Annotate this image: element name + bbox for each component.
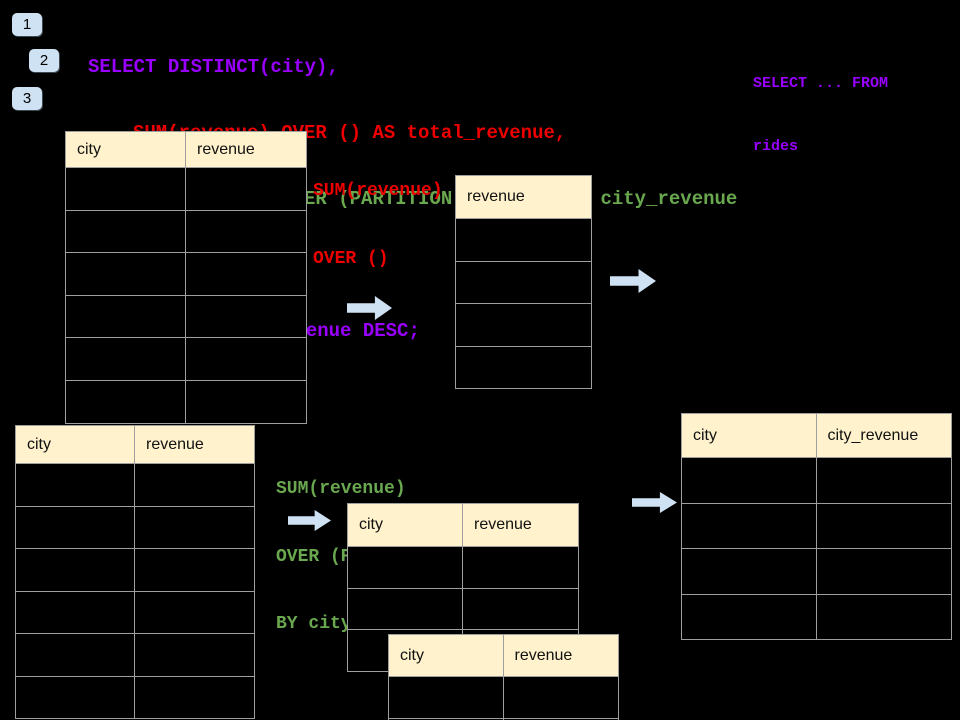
table-row [682, 594, 952, 640]
select-from-rides-note: SELECT ... FROM rides [753, 31, 888, 199]
table-empty-cell [817, 504, 952, 549]
table-header-cell: city [66, 132, 186, 167]
over-total-annotation: SUM(revenue) OVER () [313, 135, 443, 315]
table-empty-cell [66, 295, 186, 338]
annotation-line: SUM(revenue) [313, 181, 443, 201]
table-empty-cell [66, 338, 186, 380]
table-row [66, 295, 306, 339]
side-code-line-2: rides [753, 138, 799, 155]
table-row [66, 253, 306, 296]
step-badge-3: 3 [12, 87, 42, 110]
table-empty-cell [16, 634, 135, 676]
table-row [456, 347, 591, 389]
table-empty-cell [186, 296, 306, 338]
table-empty-cell [16, 676, 135, 718]
table-empty-cell [66, 253, 186, 295]
table-header-cell: city [16, 426, 135, 463]
table-empty-cell [817, 549, 952, 594]
table-total-revenue: revenue [455, 175, 592, 389]
table-empty-cell [504, 677, 619, 718]
table-row [16, 591, 254, 634]
table-empty-cell [456, 262, 591, 304]
table-row [682, 549, 951, 595]
table-source-bottom: city revenue [15, 425, 255, 719]
table-empty-cell [186, 168, 306, 210]
table-row [16, 634, 254, 677]
table-row [66, 380, 306, 423]
table-empty-cell [66, 210, 186, 253]
table-empty-cell [456, 304, 591, 346]
table-row [16, 549, 254, 592]
table-empty-cell [348, 547, 463, 588]
table-row [16, 676, 254, 719]
table-row [66, 168, 306, 211]
table-row [66, 210, 306, 254]
table-partition-b: city revenue [388, 634, 619, 720]
table-empty-cell [135, 677, 254, 719]
table-empty-cell [682, 549, 817, 594]
annotation-line: SUM(revenue) [276, 479, 406, 499]
annotation-line: OVER () [313, 248, 389, 269]
table-row [348, 588, 578, 631]
table-header-cell: revenue [514, 646, 573, 664]
table-header-cell: revenue [197, 140, 255, 158]
table-city-revenue: city city_revenue [681, 413, 952, 640]
table-row [66, 338, 306, 381]
code-line-select: SELECT DISTINCT(city), [88, 56, 339, 78]
table-empty-cell [186, 253, 306, 295]
table-empty-cell [348, 588, 463, 630]
table-row [16, 464, 254, 507]
table-empty-cell [389, 677, 504, 718]
table-empty-cell [135, 549, 254, 591]
table-header-cell: revenue [467, 188, 525, 205]
table-row [16, 506, 254, 549]
table-source-top: city revenue [65, 131, 307, 424]
table-row [348, 547, 578, 589]
table-empty-cell [66, 380, 186, 423]
table-empty-cell [817, 458, 952, 503]
table-header-cell: city_revenue [827, 426, 919, 444]
table-empty-cell [135, 464, 254, 506]
side-code-line-1: SELECT ... FROM [753, 75, 889, 92]
table-header-cell: city [389, 635, 504, 676]
table-empty-cell [682, 594, 817, 639]
table-empty-cell [16, 506, 135, 548]
table-empty-cell [135, 507, 254, 549]
table-row [389, 677, 618, 719]
table-row [682, 503, 952, 549]
table-empty-cell [463, 589, 578, 630]
table-header-cell: revenue [146, 435, 204, 453]
table-header-cell: city [348, 504, 463, 546]
step-badge-1: 1 [12, 13, 42, 36]
table-empty-cell [16, 591, 135, 633]
table-header-cell: revenue [474, 516, 532, 533]
table-empty-cell [66, 168, 186, 210]
table-empty-cell [135, 634, 254, 676]
table-empty-cell [456, 347, 591, 389]
table-empty-cell [186, 338, 306, 380]
table-empty-cell [463, 547, 578, 588]
table-empty-cell [186, 211, 306, 253]
table-empty-cell [16, 549, 135, 591]
table-row [456, 219, 591, 262]
table-empty-cell [456, 219, 591, 261]
right-arrow-icon [632, 492, 677, 513]
table-empty-cell [186, 381, 306, 423]
table-empty-cell [16, 464, 135, 506]
table-row [456, 262, 591, 304]
table-empty-cell [135, 592, 254, 634]
table-header-cell: city [682, 414, 817, 457]
table-empty-cell [682, 458, 817, 503]
table-empty-cell [682, 503, 817, 548]
table-row [456, 304, 591, 347]
table-empty-cell [817, 595, 952, 640]
step-badge-2: 2 [29, 49, 59, 72]
table-row [682, 458, 951, 504]
